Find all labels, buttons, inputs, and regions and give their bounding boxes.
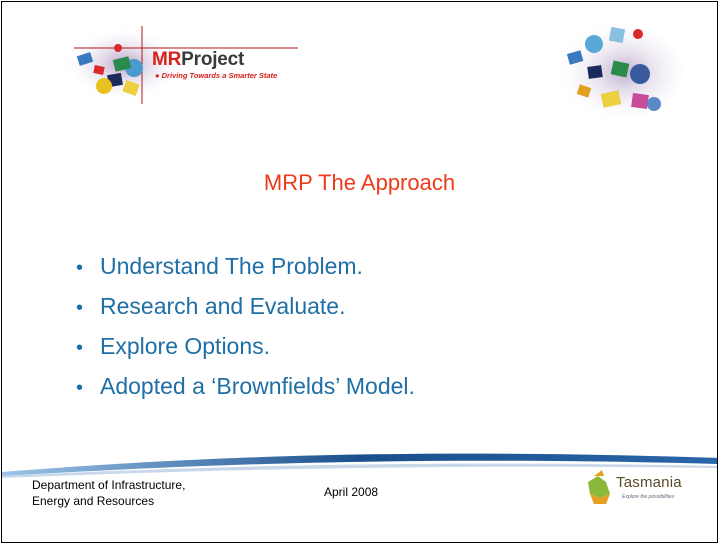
bullet-icon: • [76, 337, 84, 359]
brand-tagline: ● Driving Towards a Smarter State [152, 71, 277, 80]
brand-name-suffix: Project [181, 49, 245, 70]
brand-tagline-text: Driving Towards a Smarter State [161, 71, 278, 80]
footer-org-line2: Energy and Resources [32, 494, 155, 508]
brand-name: MRProject [152, 49, 277, 71]
tasmania-tagline: Explore the possibilities [622, 494, 675, 500]
bullet-text: Explore Options. [100, 333, 271, 359]
bullet-text: Understand The Problem. [100, 253, 363, 279]
bullet-icon: • [76, 257, 84, 279]
brand-wordmark: MRProject ● Driving Towards a Smarter St… [152, 49, 277, 80]
bullet-text: Adopted a ‘Brownfields’ Model. [100, 373, 415, 399]
bullet-item: • Adopted a ‘Brownfields’ Model. [76, 366, 415, 406]
bullet-icon: • [76, 377, 84, 399]
bullet-item: • Explore Options. [76, 326, 415, 366]
tasmania-logo [588, 470, 610, 504]
bullet-list: • Understand The Problem. • Research and E… [76, 246, 415, 406]
bullet-text: Research and Evaluate. [100, 293, 346, 319]
bullet-item: • Understand The Problem. [76, 246, 415, 286]
collage-graphic [554, 24, 682, 120]
footer-org-line1: Department of Infrastructure, [32, 478, 186, 492]
footer-organisation: Department of Infrastructure, Energy and… [32, 477, 262, 509]
tagline-dot-icon: ● [155, 71, 162, 80]
slide-title: MRP The Approach [263, 170, 456, 195]
brand-name-prefix: MR [152, 49, 182, 70]
mrproject-logo-graphic [64, 26, 298, 104]
bullet-item: • Research and Evaluate. [76, 286, 415, 326]
tasmania-name: Tasmania [616, 474, 682, 491]
footer-swoosh [2, 453, 717, 478]
bullet-icon: • [76, 297, 84, 319]
footer-date: April 2008 [324, 485, 379, 499]
